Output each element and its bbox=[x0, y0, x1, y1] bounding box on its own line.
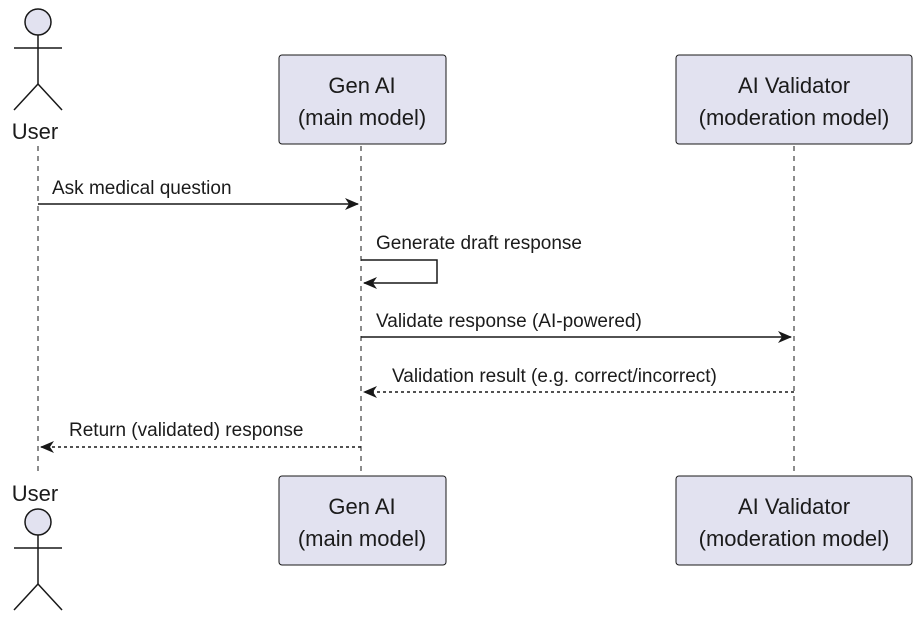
actor-user-label: User bbox=[12, 119, 58, 144]
participant-box bbox=[675, 475, 913, 566]
participant-gen-ai-subtitle: (main model) bbox=[298, 526, 426, 551]
actor-user-bottom: User bbox=[12, 481, 63, 611]
message-ask-question: Ask medical question bbox=[38, 178, 359, 210]
actor-figure-icon bbox=[13, 8, 63, 111]
actor-user-label: User bbox=[12, 481, 58, 506]
message-validate-response: Validate response (AI-powered) bbox=[361, 311, 792, 343]
message-label: Validation result (e.g. correct/incorrec… bbox=[392, 366, 717, 387]
participant-gen-ai-subtitle: (main model) bbox=[298, 105, 426, 130]
participant-validator-name: AI Validator bbox=[738, 494, 850, 519]
participant-gen-ai-top: Gen AI (main model) bbox=[278, 54, 447, 145]
message-validation-result: Validation result (e.g. correct/incorrec… bbox=[363, 366, 794, 398]
participant-box bbox=[278, 475, 447, 566]
message-arrow bbox=[361, 259, 438, 289]
participant-validator-top: AI Validator (moderation model) bbox=[675, 54, 913, 145]
participant-box bbox=[675, 54, 913, 145]
message-generate-draft: Generate draft response bbox=[361, 233, 582, 289]
participant-gen-ai-name: Gen AI bbox=[328, 73, 395, 98]
message-label: Ask medical question bbox=[52, 178, 232, 199]
participant-box bbox=[278, 54, 447, 145]
participant-gen-ai-name: Gen AI bbox=[328, 494, 395, 519]
message-label: Generate draft response bbox=[376, 233, 582, 254]
participant-validator-name: AI Validator bbox=[738, 73, 850, 98]
message-label: Validate response (AI-powered) bbox=[376, 311, 642, 332]
actor-figure-icon bbox=[13, 508, 63, 611]
message-label: Return (validated) response bbox=[69, 420, 303, 441]
participant-validator-bottom: AI Validator (moderation model) bbox=[675, 475, 913, 566]
participant-validator-subtitle: (moderation model) bbox=[699, 526, 890, 551]
message-return-response: Return (validated) response bbox=[40, 420, 361, 453]
participant-validator-subtitle: (moderation model) bbox=[699, 105, 890, 130]
actor-user-top: User bbox=[12, 8, 63, 144]
participant-gen-ai-bottom: Gen AI (main model) bbox=[278, 475, 447, 566]
